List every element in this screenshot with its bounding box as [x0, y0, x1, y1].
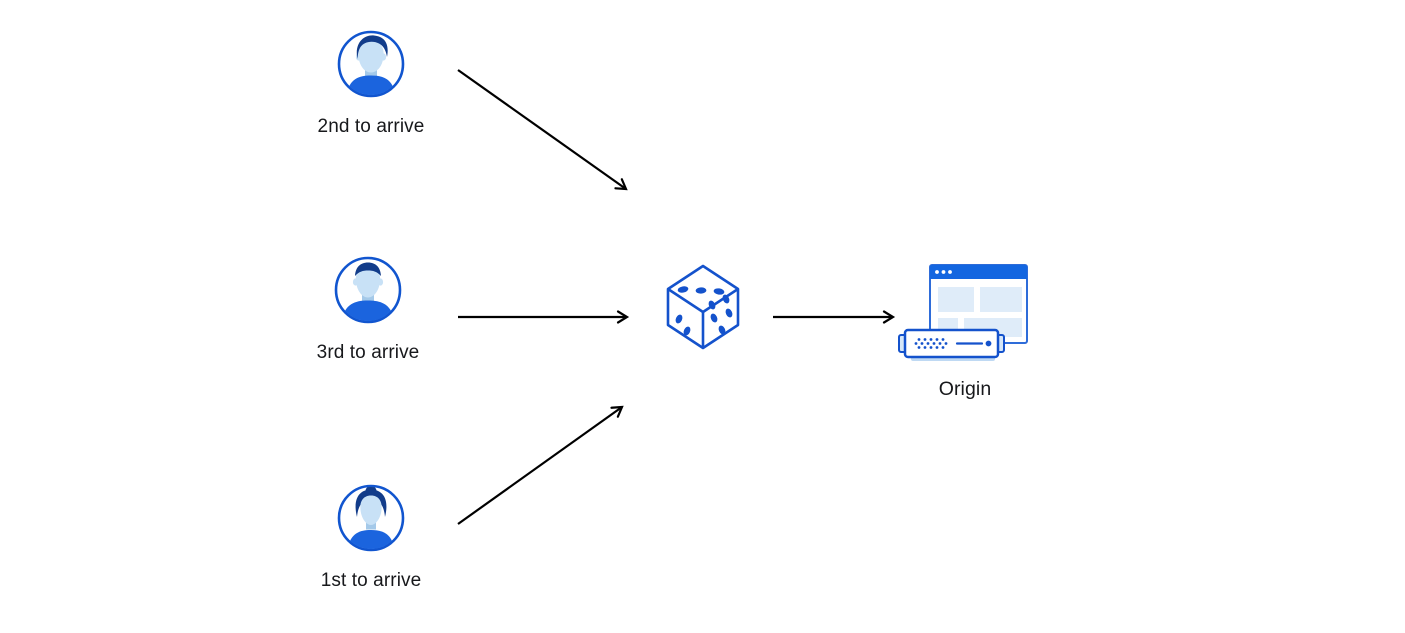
avatar-man-swept-hair-icon [337, 30, 405, 98]
node-user-1st: 1st to arrive [291, 483, 451, 592]
dice-icon [666, 264, 740, 350]
node-dice [666, 263, 740, 351]
node-label-user-2nd: 2nd to arrive [317, 116, 425, 137]
arrow-user-1st-to-dice [457, 405, 624, 525]
node-label-user-3rd: 3rd to arrive [316, 342, 420, 363]
node-origin: Origin [893, 262, 1037, 400]
node-user-2nd: 2nd to arrive [291, 29, 451, 138]
origin-server-icon [898, 264, 1028, 361]
node-label-user-1st: 1st to arrive [320, 570, 422, 591]
avatar-man-short-hair-icon [334, 256, 402, 324]
node-label-origin: Origin [938, 378, 992, 400]
arrow-user-2nd-to-dice [457, 69, 628, 191]
avatar-woman-bun-icon [337, 484, 405, 552]
node-user-3rd: 3rd to arrive [288, 255, 448, 364]
